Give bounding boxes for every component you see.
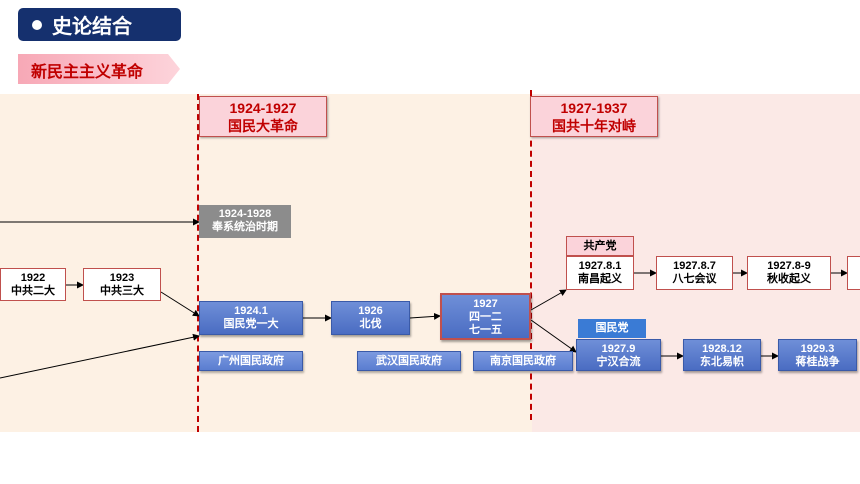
node-event: 秋收起义 <box>767 273 811 285</box>
node-kmt1: 1924.1 国民党一大 <box>199 301 303 335</box>
section-title: 史论结合 <box>52 16 132 38</box>
subtitle-text: 新民主主义革命 <box>31 64 144 81</box>
node-bayi: 1927.8.7 八七会议 <box>656 256 733 290</box>
label-ccp: 共产党 <box>566 236 634 256</box>
node-event-412: 四一二 <box>469 311 502 323</box>
node-qiushou: 1927.8-9 秋收起义 <box>747 256 831 290</box>
node-dongbei: 1928.12 东北易帜 <box>683 339 761 371</box>
arrow-lower-kmt1 <box>0 333 200 379</box>
node-date: 1924-1928 <box>218 208 272 220</box>
node-date: 1929.3 <box>800 343 835 355</box>
node-event: 蒋桂战争 <box>795 356 840 368</box>
node-event: 宁汉合流 <box>596 356 641 368</box>
period-years: 1927-1937 <box>560 100 628 116</box>
node-jianggui: 1929.3 蒋桂战争 <box>778 339 857 371</box>
node-date: 1928.12 <box>702 343 742 355</box>
divider-1924 <box>197 94 199 432</box>
node-ccp3: 1923 中共三大 <box>83 268 161 301</box>
node-date: 1924.1 <box>234 305 268 317</box>
banner-arrow-shape <box>18 54 180 84</box>
divider-1927 <box>530 90 532 420</box>
node-ccp2: 1922 中共二大 <box>0 268 66 301</box>
node-event: 奉系统治时期 <box>212 221 278 233</box>
node-date: 1923 <box>109 272 135 284</box>
bullet-dot-icon <box>32 19 42 30</box>
gov-guangzhou: 广州国民政府 <box>199 351 303 371</box>
node-date: 1927.8.1 <box>578 260 622 272</box>
node-date: 1927 <box>473 298 498 310</box>
node-split-1927: 1927 四一二 七一五 <box>440 293 531 340</box>
period-label-1927-1937: 1927-1937 国共十年对峙 <box>530 96 658 137</box>
arrow-split-nanchang <box>530 289 567 311</box>
node-event: 国民党一大 <box>223 318 279 330</box>
period-label-1924-1927: 1924-1927 国民大革命 <box>199 96 327 137</box>
section-title-badge: 史论结合 <box>18 8 181 41</box>
period-background-left <box>0 94 532 432</box>
node-event: 东北易帜 <box>700 356 744 368</box>
gov-wuhan: 武汉国民政府 <box>357 351 461 371</box>
node-date: 1927.8-9 <box>767 260 811 272</box>
node-date: 1922 <box>20 272 46 284</box>
node-next-partial <box>847 256 860 290</box>
arrow-beifa-split <box>409 312 441 320</box>
subtitle-banner: 新民主主义革命 <box>18 52 180 86</box>
gov-nanjing: 南京国民政府 <box>473 351 573 371</box>
label-kmt: 国民党 <box>578 319 646 338</box>
node-beifa: 1926 北伐 <box>331 301 410 335</box>
period-name: 国共十年对峙 <box>552 118 636 134</box>
period-name: 国民大革命 <box>228 118 298 134</box>
period-years: 1924-1927 <box>229 100 297 116</box>
node-date: 1927.8.7 <box>673 260 716 272</box>
arrow-split-ninghan <box>530 319 577 353</box>
node-event: 南昌起义 <box>578 273 622 285</box>
node-event: 中共二大 <box>11 285 55 297</box>
node-event: 北伐 <box>359 318 382 330</box>
node-ninghan: 1927.9 宁汉合流 <box>576 339 661 371</box>
node-fengxi: 1924-1928 奉系统治时期 <box>199 205 291 238</box>
node-event-715: 七一五 <box>469 324 502 336</box>
node-date: 1926 <box>358 305 383 317</box>
node-nanchang: 1927.8.1 南昌起义 <box>566 256 634 290</box>
node-date: 1927.9 <box>601 343 636 355</box>
arrow-ccp3-kmt1 <box>160 291 200 317</box>
node-event: 中共三大 <box>100 285 144 297</box>
node-event: 八七会议 <box>672 273 717 285</box>
